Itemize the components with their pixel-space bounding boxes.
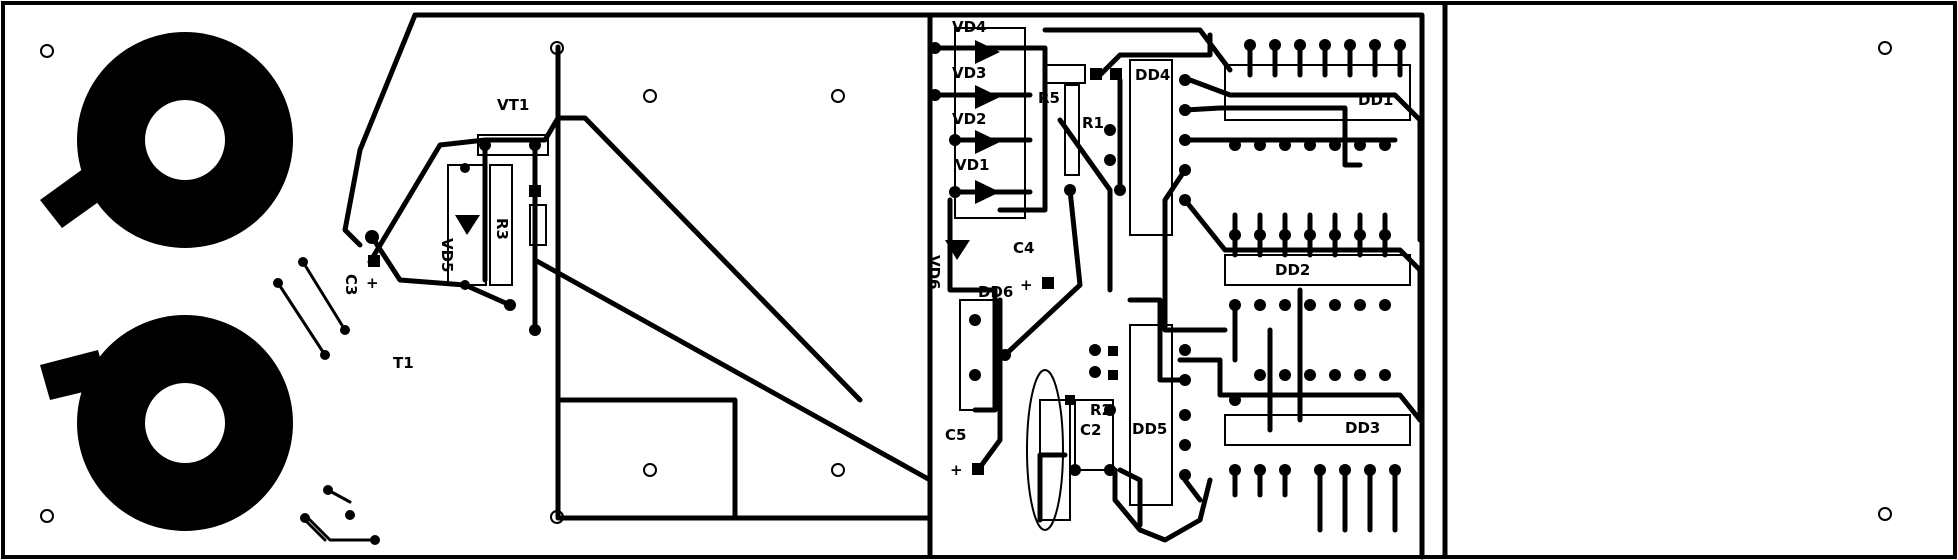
label-c5: C5 <box>945 426 966 444</box>
label-plus-c4: + <box>1020 276 1033 294</box>
component-labels: VT1 VD4 VD3 VD2 VD1 R5 R1 DD4 DD1 DD2 DD… <box>342 18 1393 479</box>
label-c2: C2 <box>1080 421 1101 439</box>
mounting-holes <box>40 41 1892 523</box>
label-dd3: DD3 <box>1345 419 1380 437</box>
label-c4: C4 <box>1013 239 1034 257</box>
label-r3: R3 <box>493 218 511 240</box>
label-vd2: VD2 <box>952 110 987 128</box>
label-vt1: VT1 <box>497 96 529 114</box>
vt1-area <box>365 115 933 483</box>
label-vd4: VD4 <box>952 18 987 36</box>
label-c3: C3 <box>342 274 360 295</box>
dd3-area <box>1127 297 1423 533</box>
label-dd1: DD1 <box>1358 91 1393 109</box>
label-vd6: VD6 <box>925 255 943 290</box>
label-vd1: VD1 <box>955 156 990 174</box>
label-plus-c5: + <box>950 461 963 479</box>
label-dd5: DD5 <box>1132 420 1167 438</box>
label-r1: R1 <box>1082 114 1104 132</box>
dd2-area <box>1162 167 1423 433</box>
left-plane-edge <box>342 12 418 248</box>
label-r5: R5 <box>1038 89 1060 107</box>
label-vd3: VD3 <box>952 64 987 82</box>
label-dd4: DD4 <box>1135 66 1170 84</box>
plane-holes <box>550 41 845 524</box>
transformer-pads <box>40 32 293 531</box>
t1-c3-area <box>273 257 380 545</box>
label-dd6: DD6 <box>978 283 1013 301</box>
dd1-pins <box>1182 39 1423 243</box>
dd5-area <box>1026 324 1213 543</box>
label-plus-c3: + <box>366 274 379 292</box>
label-dd2: DD2 <box>1275 261 1310 279</box>
diode-column <box>929 27 1083 475</box>
label-r2: R2 <box>1090 401 1112 419</box>
label-vd5: VD5 <box>438 238 456 273</box>
ground-plane-outline <box>412 12 1425 560</box>
label-t1: T1 <box>393 354 414 372</box>
